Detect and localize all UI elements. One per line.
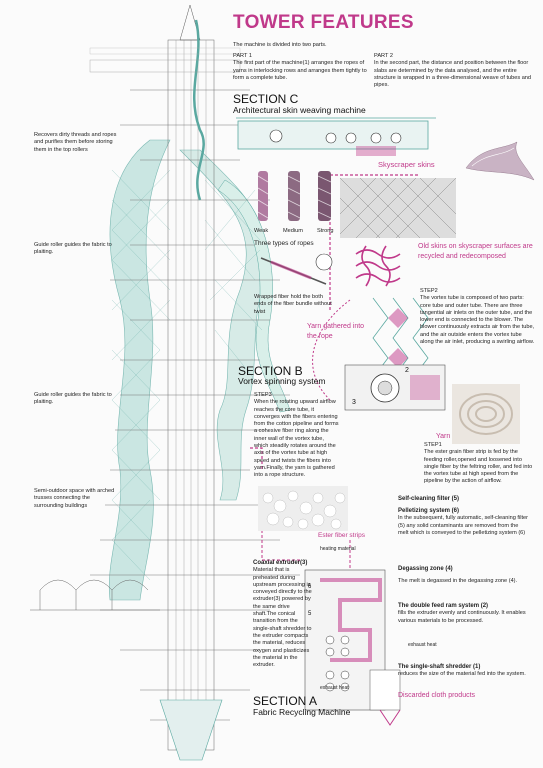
- yarn-gathered-label: Yarn gathered into the rope: [307, 323, 365, 340]
- spinning-machine-drawing: 3 2: [344, 364, 446, 411]
- degassing-block: Degassing zone (4) The melt is degassed …: [398, 566, 528, 586]
- step2-text: The vortex tube is composed of two parts…: [420, 295, 535, 346]
- part2-text: In the second part, the distance and pos…: [374, 60, 532, 89]
- recycling-machine-drawing: 6 5: [304, 540, 401, 726]
- yarn-label: Yarn: [436, 433, 451, 440]
- degassing-heading: Degassing zone (4): [398, 566, 453, 572]
- step3-block: STEP3 When the rotating upward airflow r…: [254, 392, 339, 480]
- note-semi-outdoor: Semi-outdoor space with arched trusses c…: [34, 488, 115, 509]
- wrapped-fiber-drawing: [260, 253, 333, 285]
- double-feed-block: The double feed ram system (2) fills the…: [398, 603, 538, 625]
- section-b-title: SECTION B: [238, 364, 303, 378]
- ropes-drawing: [257, 171, 332, 221]
- degassing-text: The melt is degassed in the degassing zo…: [398, 578, 518, 585]
- rope-strong-label: Strong: [317, 228, 334, 234]
- section-a-title: SECTION A: [253, 694, 318, 708]
- weaving-machine-drawing: [236, 117, 436, 156]
- intro-text: The machine is divided into two parts.: [233, 42, 327, 48]
- ropes-caption: Three types of ropes: [254, 240, 314, 247]
- part1-heading: PART 1: [233, 53, 252, 59]
- step2-heading: STEP2: [420, 288, 438, 294]
- section-c-title: SECTION C: [233, 92, 299, 106]
- ester-fiber-label: Ester fiber strips: [318, 532, 365, 539]
- step1-heading: STEP1: [424, 442, 442, 448]
- self-cleaning-label: Self-cleaning filter (5): [398, 496, 460, 502]
- mesh-image: [340, 178, 456, 238]
- yarn-image: [452, 384, 520, 444]
- shredder-heading: The single-shaft shredder (1): [398, 664, 481, 670]
- svg-text:3: 3: [352, 399, 356, 406]
- heating-label: heating material: [320, 546, 356, 552]
- part1-block: PART 1 The first part of the machine(1) …: [233, 53, 368, 82]
- double-feed-text: fills the extruder evenly and continuous…: [398, 610, 526, 624]
- svg-text:5: 5: [308, 611, 312, 617]
- section-b-subtitle: Vortex spinning system: [238, 376, 326, 386]
- shredder-text: reduces the size of the material fed int…: [398, 671, 526, 678]
- coaxial-text: Material that is preheated during upstre…: [253, 567, 312, 669]
- pelletizing-heading: Pelletizing system (6): [398, 508, 460, 514]
- step1-text: The ester grain fiber strip is fed by th…: [424, 449, 533, 485]
- pelletizing-text: In the subsequent, fully automatic, self…: [398, 515, 528, 536]
- part1-text: The first part of the machine(1) arrange…: [233, 60, 367, 81]
- rope-weak-label: Weak: [254, 228, 269, 234]
- knot-drawing: [355, 245, 401, 287]
- svg-text:2: 2: [405, 367, 409, 374]
- skyscraper-skins-label: Skyscraper skins: [378, 160, 435, 169]
- section-c-subtitle: Architectural skin weaving machine: [233, 105, 366, 115]
- note-guide-roller-2: Guide roller guides the fabric to plaiti…: [34, 392, 112, 406]
- discarded-label: Discarded cloth products: [398, 692, 476, 699]
- note-guide-roller-1: Guide roller guides the fabric to plaiti…: [34, 242, 112, 256]
- coaxial-heading: Coaxial extruder(3): [253, 560, 308, 566]
- pelletizing-block: Pelletizing system (6) In the subsequent…: [398, 508, 528, 537]
- wrapped-fiber-caption: Wrapped fiber hold the both ends of the …: [254, 294, 332, 315]
- step1-block: STEP1 The ester grain fiber strip is fed…: [424, 442, 536, 486]
- step3-heading: STEP3: [254, 392, 272, 398]
- coaxial-block: Coaxial extruder(3) Material that is pre…: [253, 560, 313, 669]
- ester-fiber-image: [258, 486, 348, 531]
- double-feed-heading: The double feed ram system (2): [398, 603, 489, 609]
- exhaust-heat-label-1: exhaust heat: [408, 642, 437, 648]
- skyscraper-skin-icon: [465, 141, 535, 181]
- section-a-subtitle: Fabric Recycling Machine: [253, 707, 351, 717]
- part2-block: PART 2 In the second part, the distance …: [374, 53, 534, 89]
- step3-text: When the rotating upward airflow reaches…: [254, 399, 339, 479]
- step2-block: STEP2 The vortex tube is composed of two…: [420, 288, 535, 346]
- rope-medium-label: Medium: [283, 228, 303, 234]
- old-skins-label: Old skins on skyscraper surfaces are rec…: [418, 243, 533, 260]
- vortex-tube-drawing: [372, 297, 429, 379]
- part2-heading: PART 2: [374, 53, 393, 59]
- page-title: TOWER FEATURES: [233, 12, 414, 33]
- exhaust-heat-label-2: exhaust heat: [320, 685, 349, 691]
- note-recovers: Recovers dirty threads and ropes and pur…: [34, 132, 117, 153]
- svg-text:6: 6: [308, 584, 312, 590]
- shredder-block: The single-shaft shredder (1) reduces th…: [398, 664, 533, 679]
